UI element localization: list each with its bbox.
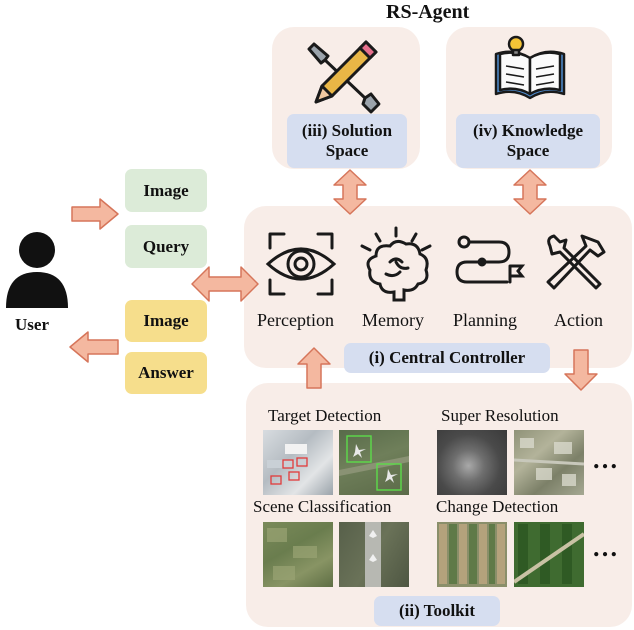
knowledge-space-label-line2: Space xyxy=(506,141,550,160)
memory-label: Memory xyxy=(362,310,424,330)
arrow-toolkit-to-controller xyxy=(297,347,331,389)
open-book-lightbulb-icon xyxy=(494,35,566,100)
solution-space-label-line1: (iii) Solution xyxy=(301,121,393,140)
user-icon xyxy=(6,232,68,308)
input-image-tag: Image xyxy=(125,169,207,212)
change-detection-label: Change Detection xyxy=(436,497,559,516)
arrow-outputs-to-user xyxy=(69,331,119,363)
output-answer-tag: Answer xyxy=(125,352,207,394)
scene-classification-label: Scene Classification xyxy=(253,497,392,516)
arrow-user-to-inputs xyxy=(71,198,119,230)
brain-icon xyxy=(360,226,432,302)
change-detection-ellipsis: … xyxy=(592,533,620,562)
arrow-controller-solution-bidirectional xyxy=(333,169,367,215)
target-detection-label: Target Detection xyxy=(268,406,382,425)
input-query-tag: Query xyxy=(125,225,207,268)
target-detection-image-airport xyxy=(263,430,333,495)
arrow-io-controller-bidirectional xyxy=(191,266,259,302)
scene-classification-image-airport xyxy=(339,522,409,587)
change-detection-image-after xyxy=(514,522,584,587)
path-flag-icon xyxy=(455,235,526,284)
eye-target-icon xyxy=(265,232,337,296)
output-image-tag: Image xyxy=(125,300,207,342)
planning-label: Planning xyxy=(453,310,518,330)
super-resolution-label: Super Resolution xyxy=(441,406,559,425)
hammer-wrench-icon xyxy=(546,234,606,290)
super-resolution-ellipsis: … xyxy=(592,445,620,474)
solution-space-label: (iii) Solution Space xyxy=(287,114,407,168)
scene-classification-image-farmland xyxy=(263,522,333,587)
central-controller-label: (i) Central Controller xyxy=(344,343,550,373)
change-detection-image-before xyxy=(437,522,507,587)
arrow-controller-to-toolkit xyxy=(564,349,598,391)
pencil-wrench-icon xyxy=(307,40,381,114)
super-resolution-image-lowres xyxy=(437,430,507,495)
super-resolution-image-highres xyxy=(514,430,584,495)
perception-label: Perception xyxy=(257,310,334,330)
toolkit-label: (ii) Toolkit xyxy=(374,596,500,626)
central-controller-panel xyxy=(244,206,632,368)
diagram-title: RS-Agent xyxy=(386,1,470,23)
target-detection-image-planes xyxy=(339,430,409,495)
arrow-controller-knowledge-bidirectional xyxy=(513,169,547,215)
knowledge-space-label-line1: (iv) Knowledge xyxy=(472,121,584,140)
knowledge-space-label: (iv) Knowledge Space xyxy=(456,114,600,168)
action-label: Action xyxy=(554,310,603,330)
solution-space-label-line2: Space xyxy=(325,141,369,160)
user-label: User xyxy=(15,315,49,334)
